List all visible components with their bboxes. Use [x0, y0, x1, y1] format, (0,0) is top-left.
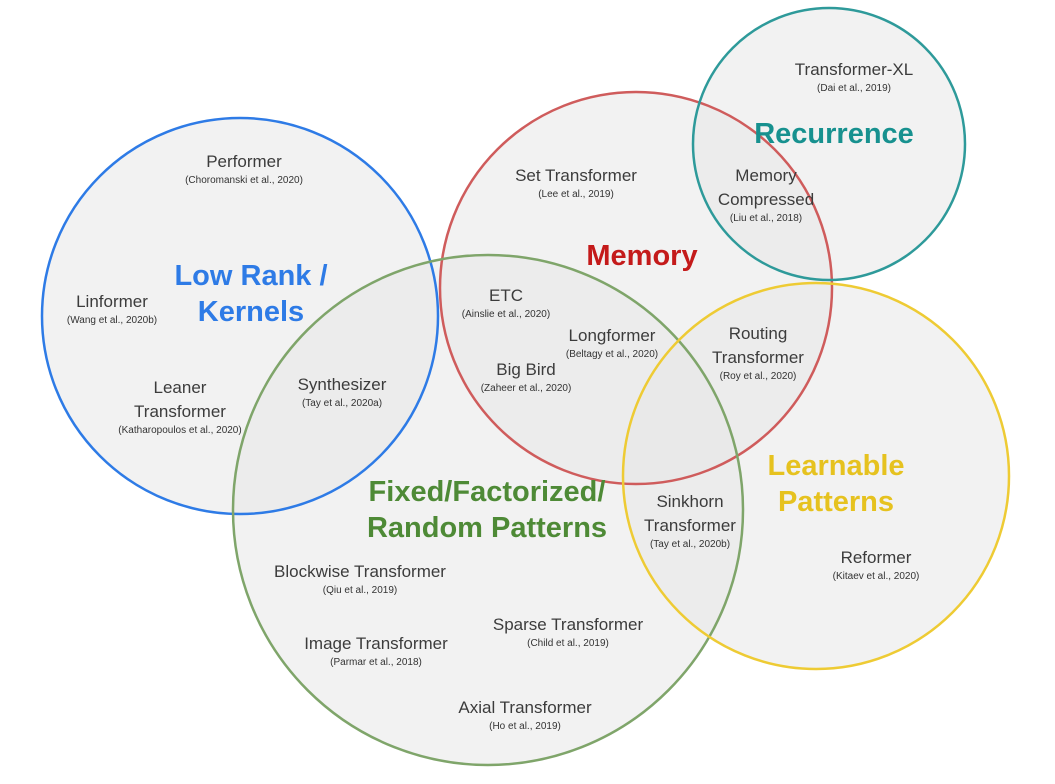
model-performer: Performer (Choromanski et al., 2020): [185, 150, 303, 187]
model-citation: (Parmar et al., 2018): [330, 657, 422, 668]
model-etc: ETC (Ainslie et al., 2020): [462, 284, 550, 321]
model-name: Set Transformer: [515, 166, 637, 185]
model-citation: (Liu et al., 2018): [729, 213, 803, 224]
model-name-line1: Routing: [728, 324, 788, 343]
model-name: Synthesizer: [297, 375, 387, 394]
circle-fills: [42, 8, 1009, 765]
fixed-patterns-circle-fill: [233, 255, 743, 765]
model-citation: (Kitaev et al., 2020): [832, 571, 920, 582]
model-citation: (Ho et al., 2019): [489, 721, 561, 732]
model-sinkhorn-transformer: Sinkhorn Transformer (Tay et al., 2020b): [644, 490, 736, 551]
recurrence-circle-fill: [693, 8, 965, 280]
model-name: Big Bird: [496, 360, 556, 379]
model-citation: (Katharopoulos et al., 2020): [118, 425, 242, 436]
model-name-line1: Sinkhorn: [656, 492, 724, 511]
model-name: Linformer: [76, 292, 148, 311]
memory-circle: [438, 90, 834, 486]
model-sparse-transformer: Sparse Transformer (Child et al., 2019): [493, 613, 643, 650]
category-learnable-patterns: Learnable Patterns: [768, 448, 905, 520]
model-longformer: Longformer (Beltagy et al., 2020): [566, 324, 658, 361]
model-name: Axial Transformer: [458, 698, 592, 717]
model-name: Performer: [206, 152, 282, 171]
model-routing-transformer: Routing Transformer (Roy et al., 2020): [712, 322, 804, 383]
model-citation: (Qiu et al., 2019): [322, 585, 398, 596]
model-citation: (Child et al., 2019): [527, 638, 609, 649]
model-name: Reformer: [840, 548, 912, 567]
model-memory-compressed: Memory Compressed (Liu et al., 2018): [718, 164, 814, 225]
model-linformer: Linformer (Wang et al., 2020b): [67, 290, 157, 327]
model-image-transformer: Image Transformer (Parmar et al., 2018): [304, 632, 448, 669]
model-citation: (Zaheer et al., 2020): [480, 383, 572, 394]
category-memory: Memory: [586, 240, 698, 272]
model-name-line1: Leaner: [153, 378, 207, 397]
model-name-line2: Transformer: [134, 402, 226, 421]
model-name: Longformer: [568, 326, 656, 345]
model-citation: (Lee et al., 2019): [538, 189, 614, 200]
model-citation: (Dai et al., 2019): [817, 83, 891, 94]
model-name-line2: Compressed: [717, 190, 815, 209]
model-citation: (Tay et al., 2020b): [649, 539, 731, 550]
model-axial-transformer: Axial Transformer (Ho et al., 2019): [458, 696, 591, 733]
model-name: Sparse Transformer: [492, 615, 644, 634]
model-linear-transformer: Leaner Transformer (Katharopoulos et al.…: [118, 376, 241, 437]
model-set-transformer: Set Transformer (Lee et al., 2019): [515, 164, 637, 201]
recurrence-circle: [691, 6, 967, 282]
model-name-line1: Memory: [735, 166, 797, 185]
model-reformer: Reformer (Kitaev et al., 2020): [833, 546, 920, 583]
model-transformer-xl: Transformer-XL (Dai et al., 2019): [795, 58, 913, 95]
model-name: ETC: [488, 286, 523, 305]
category-learnable-line1: Learnable: [767, 450, 905, 482]
low-rank-circle: [40, 116, 440, 516]
model-name: Image Transformer: [304, 634, 448, 653]
model-name: Transformer-XL: [794, 60, 914, 79]
circle-outlines: [40, 6, 1011, 767]
category-fixed-line1: Fixed/Factorized/: [368, 476, 606, 508]
model-citation: (Ainslie et al., 2020): [461, 309, 551, 320]
category-fixed-random-patterns: Fixed/Factorized/ Random Patterns: [367, 474, 607, 546]
model-citation: (Roy et al., 2020): [719, 371, 797, 382]
category-low-rank-kernels: Low Rank / Kernels: [174, 258, 327, 330]
model-citation: (Choromanski et al., 2020): [185, 175, 303, 186]
model-name-line2: Transformer: [644, 516, 736, 535]
category-low-rank-line1: Low Rank /: [174, 260, 328, 292]
model-name-line2: Transformer: [712, 348, 804, 367]
model-big-bird: Big Bird (Zaheer et al., 2020): [481, 358, 572, 395]
model-synthesizer: Synthesizer (Tay et al., 2020a): [298, 373, 387, 410]
learnable-circle-fill: [623, 283, 1009, 669]
fixed-patterns-circle: [231, 253, 745, 767]
model-citation: (Beltagy et al., 2020): [565, 349, 659, 360]
model-name: Blockwise Transformer: [274, 562, 446, 581]
category-recurrence: Recurrence: [754, 118, 914, 150]
model-citation: (Wang et al., 2020b): [66, 315, 158, 326]
model-blockwise-transformer: Blockwise Transformer (Qiu et al., 2019): [274, 560, 446, 597]
learnable-circle: [621, 281, 1011, 671]
model-citation: (Tay et al., 2020a): [301, 398, 383, 409]
category-fixed-line2: Random Patterns: [366, 512, 608, 544]
category-low-rank-line2: Kernels: [197, 296, 305, 328]
category-learnable-line2: Patterns: [777, 486, 895, 518]
